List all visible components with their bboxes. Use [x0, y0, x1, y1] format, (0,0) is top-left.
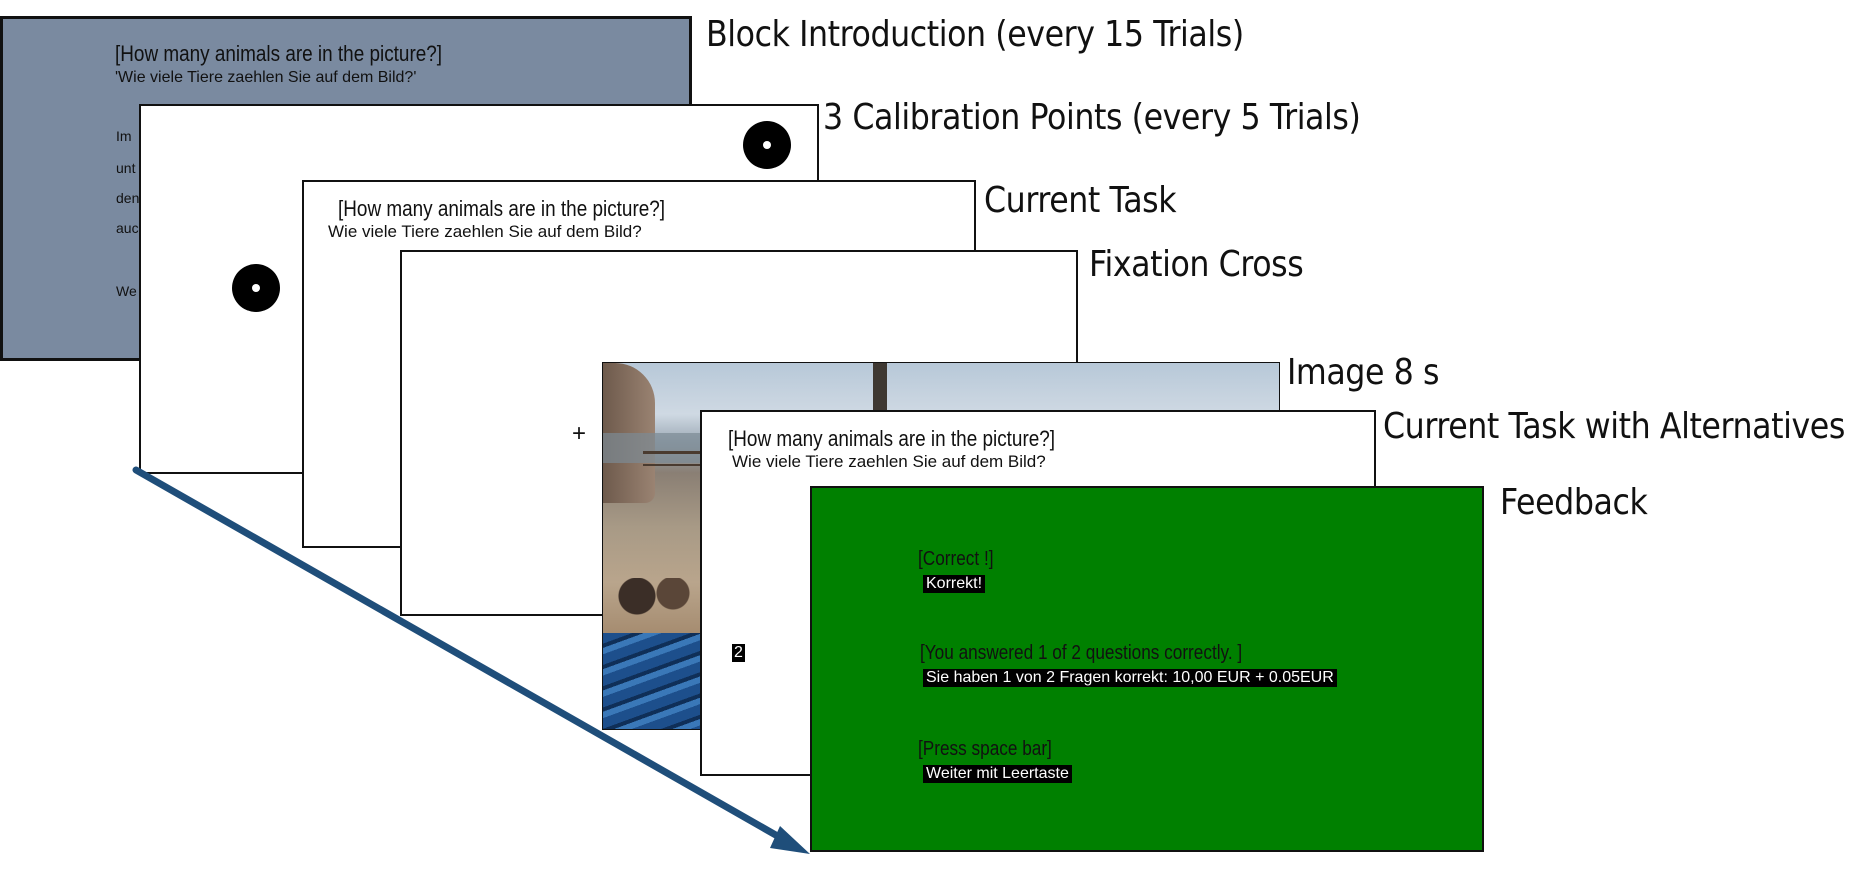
label-fixation-cross: Fixation Cross: [1089, 244, 1304, 285]
label-feedback: Feedback: [1500, 482, 1648, 523]
label-calibration-points: 3 Calibration Points (every 5 Trials): [823, 97, 1361, 138]
intro-question-en: [How many animals are in the picture?]: [115, 41, 443, 66]
fixation-cross: +: [572, 420, 587, 447]
label-image: Image 8 s: [1287, 352, 1440, 393]
calibration-point-center: [252, 284, 260, 292]
label-current-task-alternatives: Current Task with Alternatives: [1383, 406, 1845, 447]
feedback-correct-en: [Correct !]: [918, 548, 994, 570]
feedback-score-de: Sie haben 1 von 2 Fragen korrekt: 10,00 …: [923, 669, 1337, 687]
intro-body-line-4: auc: [116, 220, 139, 236]
intro-body-line-2: unt: [116, 160, 136, 176]
intro-body-line-5: We: [116, 283, 137, 299]
intro-body-line-1: Im: [116, 128, 132, 144]
feedback-correct-de: Korrekt!: [923, 575, 986, 593]
intro-question-de: 'Wie viele Tiere zaehlen Sie auf dem Bil…: [115, 69, 417, 86]
feedback-next-en: [Press space bar]: [918, 738, 1052, 760]
answer-alternative[interactable]: 2: [732, 644, 745, 662]
feedback-slide: [Correct !] Korrekt! [You answered 1 of …: [810, 486, 1484, 852]
calibration-point-left: [232, 264, 280, 312]
label-block-introduction: Block Introduction (every 15 Trials): [706, 14, 1244, 55]
alt-question-en: [How many animals are in the picture?]: [728, 426, 1056, 451]
photo-people: [613, 578, 693, 638]
task-question-en: [How many animals are in the picture?]: [338, 196, 666, 221]
alt-question-de: Wie viele Tiere zaehlen Sie auf dem Bild…: [732, 452, 1046, 471]
intro-body-line-3: den: [116, 190, 140, 206]
feedback-next-de: Weiter mit Leertaste: [923, 765, 1072, 783]
task-question-de: Wie viele Tiere zaehlen Sie auf dem Bild…: [328, 222, 642, 241]
label-current-task: Current Task: [984, 180, 1177, 221]
feedback-score-en: [You answered 1 of 2 questions correctly…: [920, 642, 1243, 664]
photo-seats: [603, 633, 703, 729]
photo-rail: [643, 451, 713, 466]
calibration-point-center: [763, 141, 771, 149]
time-flow-arrow-head: [770, 826, 810, 854]
calibration-point-top-right: [743, 121, 791, 169]
